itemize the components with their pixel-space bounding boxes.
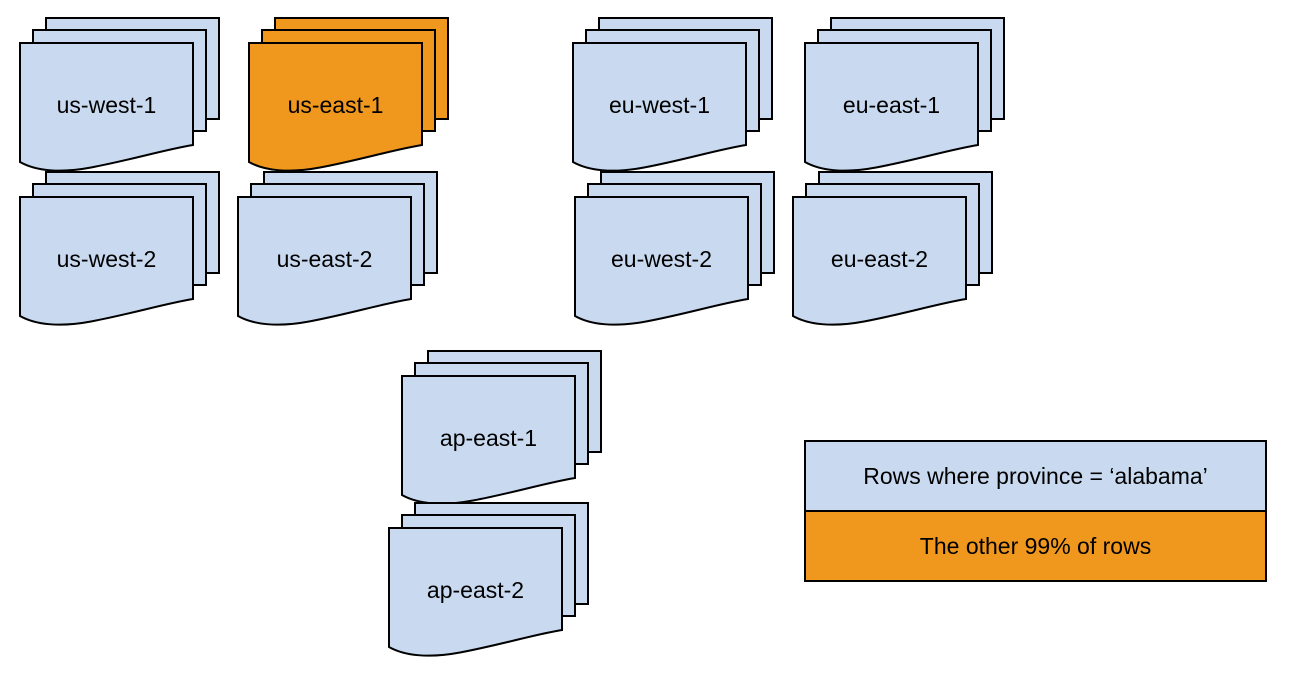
front-document <box>804 42 979 172</box>
document-stack-icon: eu-west-1 <box>572 17 773 172</box>
front-document <box>401 375 576 505</box>
front-document <box>237 196 412 326</box>
region-stack-ap-east-2: ap-east-2 <box>388 502 590 659</box>
legend-label: The other 99% of rows <box>919 532 1152 559</box>
document-stack-icon: eu-west-2 <box>574 171 775 326</box>
region-label: eu-west-2 <box>611 246 712 272</box>
legend-item-alabama-rows: Rows where province = ‘alabama’ <box>806 442 1265 512</box>
region-label: us-east-1 <box>288 92 384 118</box>
region-stack-us-west-1: us-west-1 <box>19 17 221 174</box>
region-stack-ap-east-1: ap-east-1 <box>401 350 603 507</box>
document-stack-icon: us-east-2 <box>237 171 438 326</box>
region-label: eu-east-1 <box>843 92 940 118</box>
region-label: us-east-2 <box>277 246 373 272</box>
front-document <box>792 196 967 326</box>
region-label: eu-east-2 <box>831 246 928 272</box>
front-document <box>19 196 194 326</box>
document-stack-icon: eu-east-1 <box>804 17 1005 172</box>
region-stack-eu-west-2: eu-west-2 <box>574 171 776 328</box>
region-stack-eu-east-2: eu-east-2 <box>792 171 994 328</box>
document-stack-icon: ap-east-2 <box>388 502 589 657</box>
legend-item-other-rows: The other 99% of rows <box>806 512 1265 580</box>
region-label: us-west-2 <box>57 246 157 272</box>
front-document <box>248 42 423 172</box>
region-label: eu-west-1 <box>609 92 710 118</box>
document-stack-icon: us-west-2 <box>19 171 220 326</box>
document-stack-icon: us-east-1 <box>248 17 449 172</box>
front-document <box>572 42 747 172</box>
front-document <box>574 196 749 326</box>
region-label: ap-east-2 <box>427 577 524 603</box>
front-document <box>388 527 563 657</box>
region-stack-us-east-2: us-east-2 <box>237 171 439 328</box>
region-stack-eu-west-1: eu-west-1 <box>572 17 774 174</box>
document-stack-icon: us-west-1 <box>19 17 220 172</box>
region-stack-us-west-2: us-west-2 <box>19 171 221 328</box>
document-stack-icon: ap-east-1 <box>401 350 602 505</box>
region-stack-us-east-1: us-east-1 <box>248 17 450 174</box>
region-label: us-west-1 <box>57 92 157 118</box>
document-stack-icon: eu-east-2 <box>792 171 993 326</box>
legend: Rows where province = ‘alabama’ The othe… <box>804 440 1267 582</box>
region-stack-eu-east-1: eu-east-1 <box>804 17 1006 174</box>
legend-label: Rows where province = ‘alabama’ <box>863 462 1208 489</box>
front-document <box>19 42 194 172</box>
region-label: ap-east-1 <box>440 425 537 451</box>
